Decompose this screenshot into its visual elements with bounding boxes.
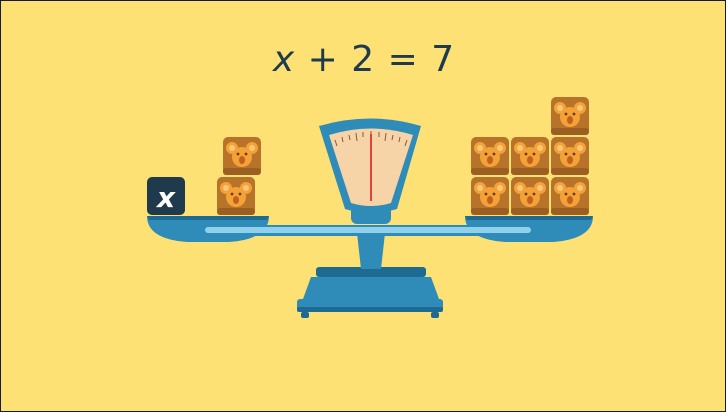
koala-block-icon: [551, 137, 589, 175]
equation-variable: x: [272, 39, 296, 80]
koala-block-icon: [551, 177, 589, 215]
koala-block-icon: [511, 177, 549, 215]
right-koala-stack: [471, 97, 589, 215]
scale-dial: [319, 118, 421, 213]
equation-rest: + 2 = 7: [295, 39, 456, 80]
balance-beam: [201, 225, 535, 236]
koala-block-icon: [511, 137, 549, 175]
koala-block-icon: [223, 137, 261, 175]
x-variable-tile: x: [147, 177, 185, 215]
koala-block-icon: [471, 137, 509, 175]
equation-text: x + 2 = 7: [1, 39, 725, 80]
scale-base: [297, 267, 443, 318]
left-koala-stack: [217, 137, 261, 215]
x-tile-label: x: [155, 181, 176, 214]
koala-block-icon: [551, 97, 589, 135]
koala-block-icon: [217, 177, 255, 215]
koala-block-icon: [471, 177, 509, 215]
scale-column: [351, 206, 391, 269]
